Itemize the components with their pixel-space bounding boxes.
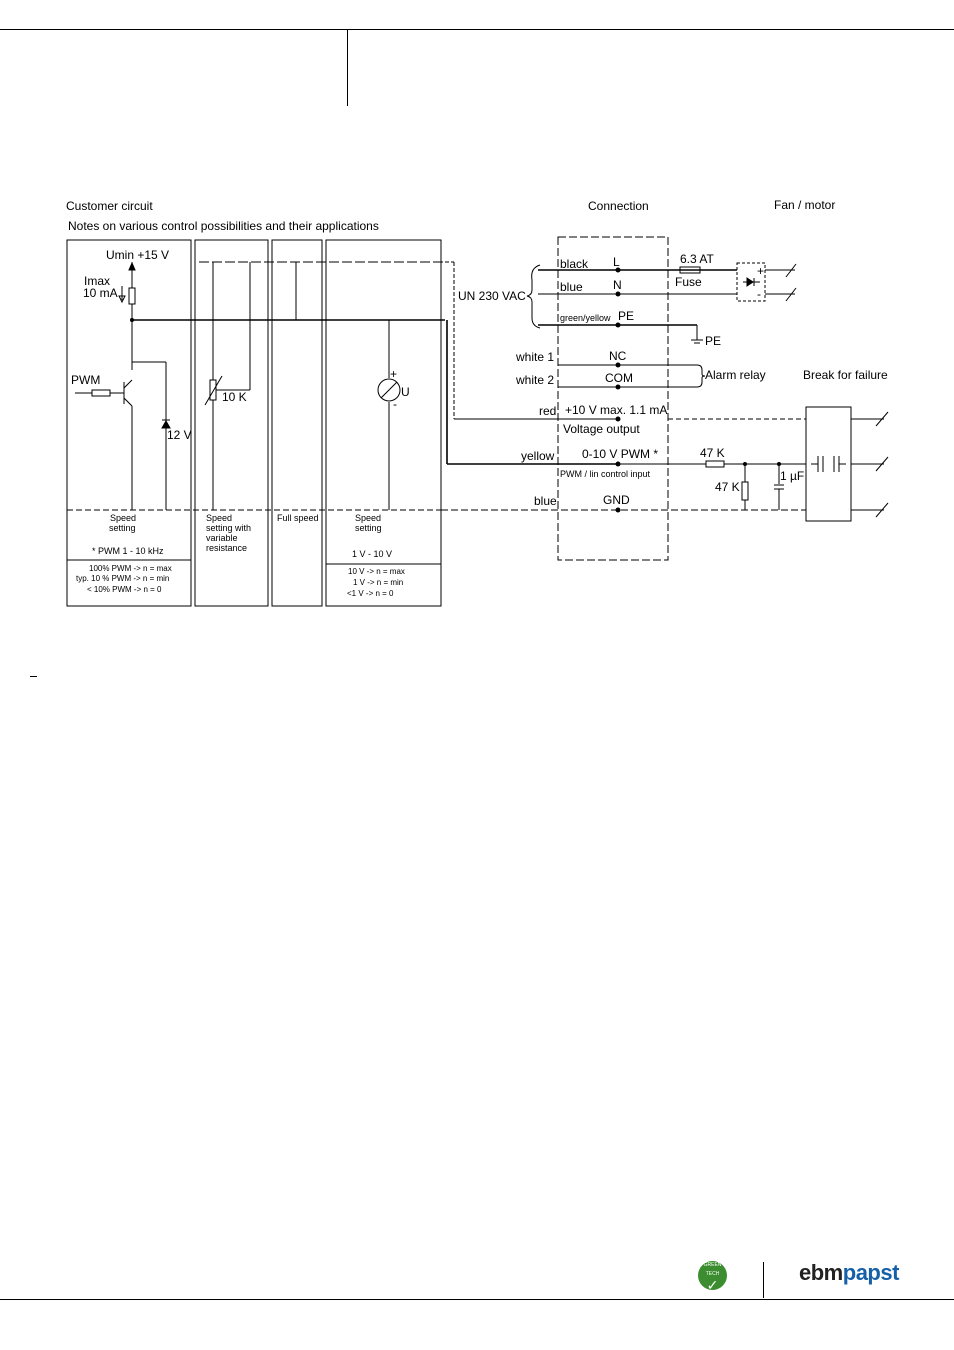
label-control-signal: 0-10 V PWM * [582,447,658,461]
wire-green-yellow: green/yellow [560,313,611,323]
col2-line-2: setting with [206,523,251,533]
terminal-GND: GND [603,493,630,507]
brand-part-1: ebm [799,1260,843,1285]
label-zener: 12 V [167,428,192,442]
label-resistor-2: 47 K [715,480,740,494]
col1-line-3: < 10% PWM -> n = 0 [87,585,162,594]
header-divider [347,29,348,106]
label-imax: Imax [84,274,110,288]
label-meter-plus: + [390,367,397,381]
wire-blue-n: blue [560,280,583,294]
col1-note: * PWM 1 - 10 kHz [92,546,164,556]
brand-logo: ebmpapst [799,1260,899,1286]
label-capacitor: 1 µF [780,469,804,483]
wire-red: red [539,404,556,418]
col4-rule-3: <1 V -> n = 0 [347,589,394,598]
box-pwm [66,239,192,607]
col1-title-1: Speed [110,513,136,523]
col1-line-2: typ. 10 % PWM -> n = min [76,574,169,583]
label-break-for-failure: Break for failure [803,368,888,382]
header-top-rule [0,29,954,30]
label-voltage-output-value: +10 V max. 1.1 mA [565,403,667,417]
col4-line-2: setting [355,523,382,533]
terminal-NC: NC [609,349,627,363]
label-supply: UN 230 VAC [458,289,526,303]
label-pot: 10 K [222,390,247,404]
terminal-COM: COM [605,371,633,385]
col2-line-1: Speed [206,513,232,523]
wire-white-1: white 1 [515,350,554,364]
terminal-N: N [613,278,622,292]
wire-yellow: yellow [521,449,555,463]
col3-line-1: Full speed [277,513,319,523]
box-voltage [325,239,442,607]
label-fuse-value: 6.3 AT [680,252,714,266]
label-pwm: PWM [71,373,100,387]
label-fuse: Fuse [675,275,702,289]
col2-line-3: variable [206,533,238,543]
green-tech-badge: GREEN TECH ✓ [698,1261,727,1293]
box-full-speed [271,239,323,607]
label-motor-minus: - [757,287,761,301]
label-meter: U [401,385,410,399]
wire-white-2: white 2 [515,373,554,387]
heading-customer-circuit: Customer circuit [66,199,153,213]
margin-mark [30,676,37,677]
heading-notes: Notes on various control possibilities a… [68,219,379,233]
terminal-L: L [613,255,620,269]
label-umin: Umin +15 V [106,248,169,262]
label-meter-minus: - [393,397,397,411]
col4-line-1: Speed [355,513,381,523]
col1-title-2: setting [109,523,136,533]
col2-line-4: resistance [206,543,247,553]
box-variable-resistance [194,239,269,607]
label-control-input: PWM / lin control input [560,469,651,479]
label-motor-plus: + [757,264,764,278]
col1-line-1: 100% PWM -> n = max [89,564,172,573]
wire-black: black [560,257,589,271]
terminal-PE: PE [618,309,634,323]
brand-part-2: papst [842,1260,900,1285]
heading-fan-motor: Fan / motor [774,198,835,212]
footer-rule [0,1299,954,1300]
wire-blue-gnd: blue [534,494,557,508]
label-alarm-relay: Alarm relay [705,368,766,382]
green-tech-label: GREEN TECH [703,1262,722,1277]
footer-separator [763,1262,764,1298]
checkmark-icon: ✓ [706,1277,719,1293]
col4-rule-2: 1 V -> n = min [353,578,403,587]
col4-range: 1 V - 10 V [352,549,392,559]
col4-rule-1: 10 V -> n = max [348,567,405,576]
label-pe-ground: PE [705,334,721,348]
label-resistor-1: 47 K [700,446,725,460]
label-voltage-output: Voltage output [563,422,640,436]
heading-connection: Connection [588,199,649,213]
label-imax-value: 10 mA [83,286,118,300]
